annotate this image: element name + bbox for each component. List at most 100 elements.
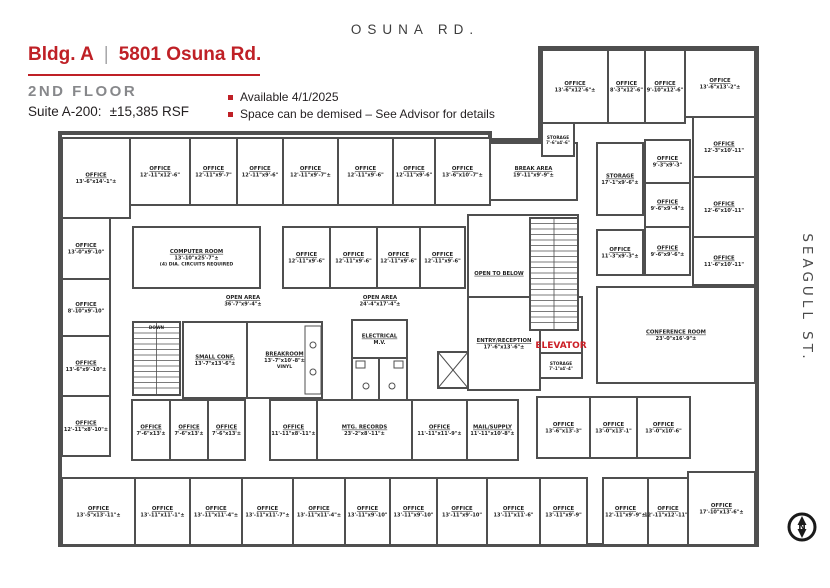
room-label: 12'-11"x9'-6" [288, 259, 325, 265]
room-label: 12'-11"x9'-6" [335, 259, 372, 265]
room-small-conf-: SMALL CONF.13'-7"x13'-6"± [182, 321, 248, 399]
service-room [378, 357, 408, 401]
bullet-available: Available 4/1/2025 [228, 89, 495, 106]
room-label: OFFICE [616, 81, 638, 87]
stairwell [529, 217, 579, 331]
room-walls [436, 477, 488, 546]
room-walls [207, 399, 246, 461]
room-walls [292, 477, 346, 546]
room-label: OFFICE [429, 425, 451, 431]
room-label: OFFICE [553, 422, 575, 428]
room-label: OFFICE [657, 506, 679, 512]
room-walls [596, 229, 644, 276]
room-label: 13'-7"x10'-8"± [264, 358, 305, 364]
room-label: OFFICE [403, 166, 425, 172]
area-label: ELEVATOR [535, 341, 586, 351]
room-walls [419, 226, 466, 289]
room-walls [236, 137, 284, 206]
room-label: 9'-6"x9'-4"± [651, 206, 685, 212]
room-walls [536, 396, 591, 459]
room-walls [329, 226, 378, 289]
room-walls [692, 176, 756, 238]
room-label: BREAKROOM [265, 351, 303, 357]
room-label: 13'-0"x13'-1" [595, 429, 632, 435]
room-walls [411, 399, 468, 461]
room-label: OFFICE [615, 506, 637, 512]
room-label: OFFICE [654, 81, 676, 87]
room-label: 13'-10"x25'-7"± [174, 255, 218, 261]
room-walls [351, 319, 408, 359]
bullet-demise-text: Space can be demised – See Advisor for d… [240, 107, 495, 121]
room-label: 12'-11"x12'-6" [140, 173, 180, 179]
room-label: OFFICE [432, 252, 454, 258]
room-walls [61, 335, 111, 397]
room-walls [241, 477, 294, 546]
room-label: 12'-6"x10'-11" [704, 208, 744, 214]
fixture [309, 341, 317, 349]
room-label: OFFICE [657, 246, 679, 252]
room-label: OFFICE [451, 506, 473, 512]
area-dim: 36'-7"x9'-4"± [224, 301, 261, 307]
room-walls [376, 226, 421, 289]
room-label: OFFICE [355, 166, 377, 172]
room-label: 7'-6"x4'-6" [546, 140, 570, 145]
title-separator: | [103, 44, 109, 65]
room-label: 23'-0"x16'-9"± [656, 336, 697, 342]
room-label: 13'-11"x11'-4"± [297, 513, 341, 519]
room-label: 23'-2"x8'-11"± [344, 431, 385, 437]
building-address: 5801 Osuna Rd. [118, 44, 262, 65]
north-label: N [798, 523, 806, 533]
room-label: OFFICE [357, 506, 379, 512]
room-walls [541, 122, 575, 157]
room-walls [687, 471, 756, 546]
room-label: OFFICE [713, 142, 735, 148]
room-walls [389, 477, 438, 546]
room-label: 9'-3"x9'-3" [653, 163, 683, 169]
room-label: 12'-3"x10'-11" [704, 148, 744, 154]
bullet-available-text: Available 4/1/2025 [240, 90, 339, 104]
room-label: OFFICE [657, 156, 679, 162]
room-walls [129, 137, 191, 206]
room-walls [189, 477, 243, 546]
floor-label: 2ND FLOOR [28, 83, 138, 100]
room-label: OFFICE [75, 243, 97, 249]
room-walls [596, 142, 644, 216]
room-label: OFFICE [149, 166, 171, 172]
room-label: 13'-6"x13'-2"± [700, 85, 741, 91]
room-label: (4) DIA. CIRCUITS REQUIRED [160, 262, 234, 268]
room-walls [602, 477, 649, 546]
availability-notes: Available 4/1/2025 Space can be demised … [228, 89, 495, 123]
room-label: 7'-6"x13'± [212, 431, 241, 437]
room-walls [539, 477, 588, 546]
room-label: 12'-11"x9'-6" [347, 173, 384, 179]
room-label: OFFICE [343, 252, 365, 258]
room-label: 13'-0"x9'-10" [68, 250, 105, 256]
room-walls [647, 477, 689, 546]
elevator-label: ELEVATOR [535, 341, 586, 351]
room-walls [539, 352, 583, 379]
room-walls [246, 321, 323, 399]
bullet-demise: Space can be demised – See Advisor for d… [228, 106, 495, 123]
room-walls [644, 49, 686, 124]
